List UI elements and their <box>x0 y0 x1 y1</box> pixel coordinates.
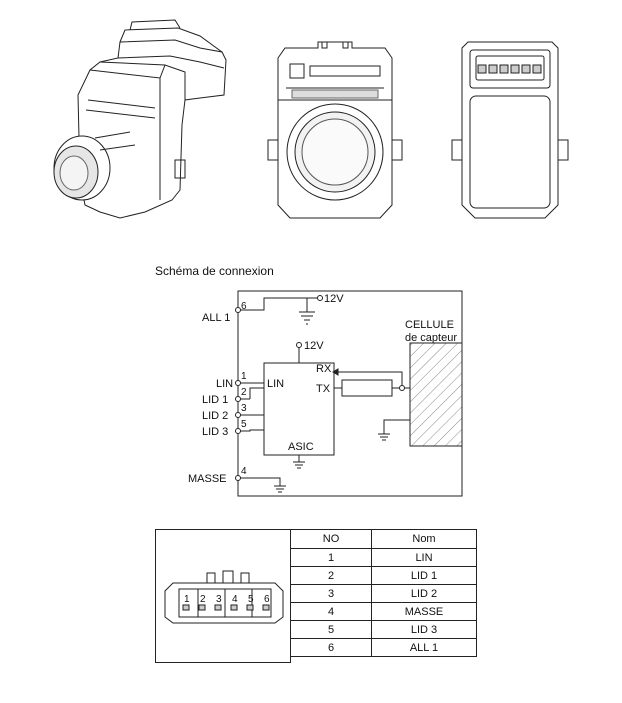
table-header-no: NO <box>290 529 372 549</box>
table-cell-nom: LID 2 <box>371 584 477 603</box>
table-row: 6 ALL 1 <box>290 638 477 657</box>
connector-pin-2: 2 <box>200 594 206 605</box>
tx-label: TX <box>316 383 331 395</box>
connector-pin-6: 6 <box>264 594 270 605</box>
cell-label-line1: CELLULE <box>405 319 454 331</box>
table-cell-no: 1 <box>290 548 372 567</box>
table-row: 2 LID 1 <box>290 566 477 585</box>
pin-label-all1: ALL 1 <box>202 312 230 324</box>
connector-pin-4: 4 <box>232 594 238 605</box>
pin-number-5: 5 <box>241 419 247 430</box>
table-cell-nom: LID 3 <box>371 620 477 639</box>
table-header-nom: Nom <box>371 529 477 549</box>
sensor-cell <box>409 342 463 447</box>
table-header-row: NO Nom <box>290 529 477 549</box>
pin-table: NO Nom 1 LIN 2 LID 1 3 LID 2 4 MASSE 5 L… <box>290 529 477 657</box>
asic-lin-label: LIN <box>267 378 284 390</box>
table-cell-no: 5 <box>290 620 372 639</box>
table-row: 3 LID 2 <box>290 584 477 603</box>
connector-pin-5: 5 <box>248 594 254 605</box>
sensor-front-view <box>267 41 403 219</box>
table-row: 4 MASSE <box>290 602 477 621</box>
pin-number-1: 1 <box>241 371 247 382</box>
connector-pin-3: 3 <box>216 594 222 605</box>
pin-label-masse: MASSE <box>188 473 227 485</box>
pin-number-4: 4 <box>241 466 247 477</box>
connector-pin-1: 1 <box>184 594 190 605</box>
table-cell-nom: MASSE <box>371 602 477 621</box>
rx-label: RX <box>316 363 332 375</box>
table-row: 1 LIN <box>290 548 477 567</box>
connector-drawing <box>164 570 284 624</box>
table-cell-nom: ALL 1 <box>371 638 477 657</box>
connector-panel: 1 2 3 4 5 6 <box>155 529 291 663</box>
table-cell-no: 2 <box>290 566 372 585</box>
diagram-title: Schéma de connexion <box>155 264 274 278</box>
cell-label-line2: de capteur <box>405 332 457 344</box>
sensor-views <box>53 19 569 219</box>
table-cell-nom: LID 1 <box>371 566 477 585</box>
pin-number-2: 2 <box>241 387 247 398</box>
table-row: 5 LID 3 <box>290 620 477 639</box>
table-cell-nom: LIN <box>371 548 477 567</box>
table-cell-no: 4 <box>290 602 372 621</box>
pin-number-6: 6 <box>241 301 247 312</box>
pin-label-lin: LIN <box>216 378 233 390</box>
power-top-label: 12V <box>324 293 344 305</box>
pin-label-lid3: LID 3 <box>202 426 228 438</box>
wiring-diagram: ALL 1 6 LIN 1 LID 1 2 LID 2 3 LID 3 5 MA… <box>188 290 463 497</box>
table-cell-no: 6 <box>290 638 372 657</box>
pin-label-lid1: LID 1 <box>202 394 228 406</box>
power-asic-label: 12V <box>304 340 324 352</box>
pin-number-3: 3 <box>241 403 247 414</box>
table-cell-no: 3 <box>290 584 372 603</box>
pin-label-lid2: LID 2 <box>202 410 228 422</box>
asic-label: ASIC <box>288 441 314 453</box>
sensor-back-view <box>451 41 569 219</box>
sensor-isometric-view <box>53 19 227 219</box>
